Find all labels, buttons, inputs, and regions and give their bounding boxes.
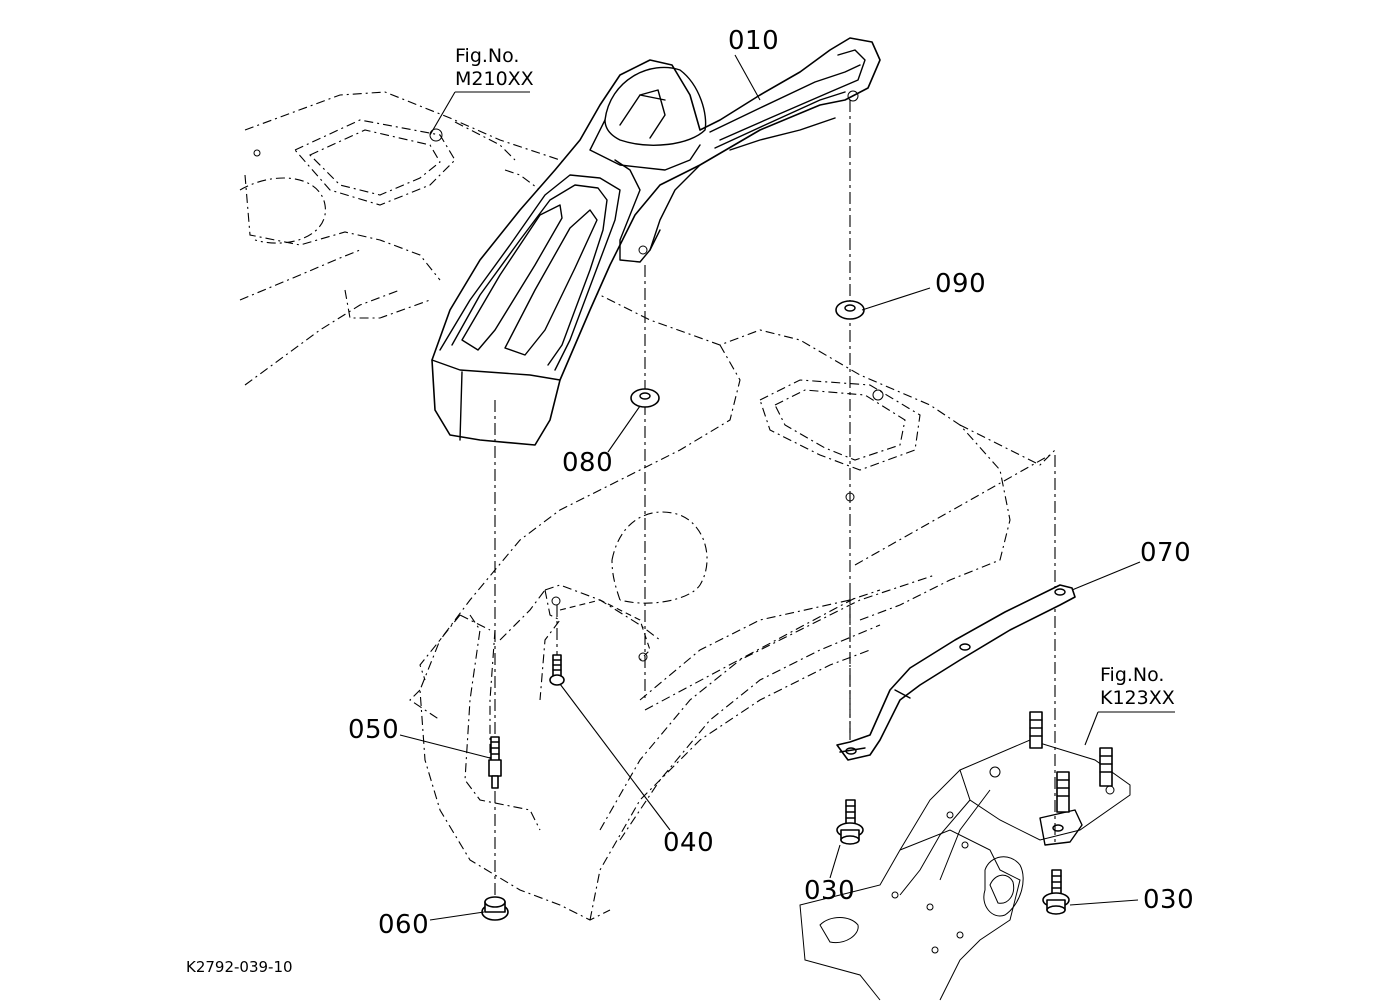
part-090-washer — [835, 300, 865, 320]
part-label-030-left: 030 — [804, 876, 856, 906]
part-label-090: 090 — [935, 269, 987, 299]
part-030-bolt-right — [1042, 869, 1070, 915]
frame-outline — [239, 91, 1056, 921]
part-050-stud — [488, 736, 502, 789]
drawing-ref-code: K2792-039-10 — [186, 958, 293, 976]
part-label-050: 050 — [348, 715, 400, 745]
part-label-010: 010 — [728, 26, 780, 56]
cross-ref-title: Fig.No. — [1100, 664, 1165, 686]
cross-ref-m210xx: Fig.No. M210XX — [455, 45, 534, 91]
part-label-040: 040 — [663, 828, 715, 858]
part-080-washer — [630, 388, 660, 408]
part-070-stay — [836, 584, 1076, 761]
cross-ref-number: K123XX — [1100, 686, 1175, 709]
part-label-060: 060 — [378, 910, 430, 940]
bracket-assembly — [799, 711, 1131, 1001]
cross-ref-title: Fig.No. — [455, 45, 520, 67]
part-060-flange-nut — [481, 896, 509, 921]
part-label-030-right: 030 — [1143, 885, 1195, 915]
cross-ref-k123xx: Fig.No. K123XX — [1100, 664, 1175, 710]
cross-ref-number: M210XX — [455, 67, 534, 90]
leader-lines — [399, 54, 1175, 921]
part-030-bolt-left — [836, 799, 864, 845]
part-label-080: 080 — [562, 448, 614, 478]
part-label-070: 070 — [1140, 538, 1192, 568]
part-040-screw — [549, 654, 565, 686]
part-010-grab-handle — [431, 37, 881, 446]
